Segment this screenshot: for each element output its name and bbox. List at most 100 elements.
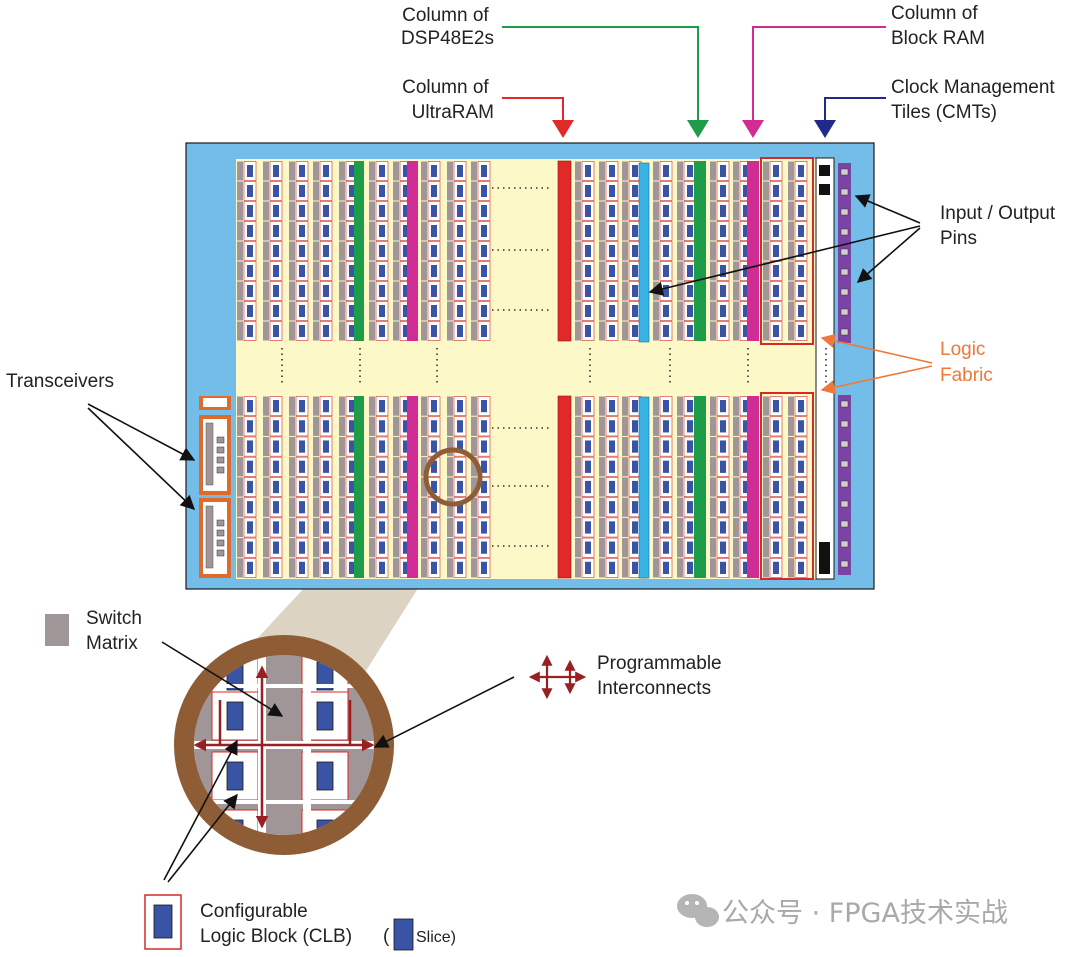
slice <box>431 225 437 237</box>
switch-matrix <box>313 416 319 436</box>
slice <box>632 501 638 514</box>
slice <box>273 541 279 554</box>
io-pin <box>840 188 849 196</box>
switch-matrix <box>447 396 453 416</box>
slice <box>687 325 693 337</box>
io-pin <box>840 440 849 448</box>
slice <box>720 501 726 514</box>
slice <box>481 265 487 277</box>
switch-matrix <box>653 538 659 558</box>
slice <box>632 400 638 413</box>
switch-matrix <box>733 396 739 416</box>
slice <box>403 225 409 237</box>
slice <box>481 205 487 217</box>
logic-fabric-label: Logic Fabric <box>940 339 993 386</box>
switch-matrix <box>710 517 716 538</box>
slice <box>632 541 638 554</box>
slice <box>632 460 638 473</box>
switch-matrix <box>622 201 628 221</box>
slice <box>798 205 804 217</box>
switch-matrix <box>763 201 769 221</box>
switch-matrix <box>447 301 453 321</box>
switch-matrix <box>369 517 375 538</box>
switch-matrix <box>763 181 769 201</box>
switch-matrix <box>622 261 628 281</box>
uram-column <box>557 395 572 579</box>
slice <box>773 245 779 257</box>
slice <box>743 265 749 277</box>
switch-matrix <box>313 517 319 538</box>
slice <box>273 420 279 433</box>
switch-matrix <box>263 301 269 321</box>
switch-matrix <box>788 477 794 497</box>
slice <box>720 325 726 337</box>
switch-matrix <box>788 396 794 416</box>
slice <box>379 400 385 413</box>
dsp-column <box>694 396 706 578</box>
switch-matrix <box>339 201 345 221</box>
switch-matrix <box>471 201 477 221</box>
switch-matrix <box>237 161 243 181</box>
slice <box>273 285 279 297</box>
slice <box>403 460 409 473</box>
switch-matrix <box>622 301 628 321</box>
slice <box>226 761 244 791</box>
switch-matrix <box>733 221 739 241</box>
switch-matrix <box>393 416 399 436</box>
slice <box>773 521 779 534</box>
switch-matrix <box>733 201 739 221</box>
slice <box>481 325 487 337</box>
slice <box>743 305 749 317</box>
slice <box>323 420 329 433</box>
switch-matrix <box>313 321 319 341</box>
slice <box>349 480 355 494</box>
slice <box>349 205 355 217</box>
transceiver-port <box>216 529 225 537</box>
switch-matrix <box>339 477 345 497</box>
switch-matrix <box>733 497 739 517</box>
slice <box>457 501 463 514</box>
switch-matrix <box>313 436 319 457</box>
slice <box>457 305 463 317</box>
slice <box>798 285 804 297</box>
slice <box>609 521 615 534</box>
slice <box>247 165 253 177</box>
slice <box>663 480 669 494</box>
switch-matrix <box>393 281 399 301</box>
slice <box>299 541 305 554</box>
slice <box>663 305 669 317</box>
switch-matrix <box>575 396 581 416</box>
slice <box>632 265 638 277</box>
switch-matrix <box>733 558 739 578</box>
switch-matrix <box>237 261 243 281</box>
slice <box>687 400 693 413</box>
switch-matrix <box>653 558 659 578</box>
switch-matrix <box>710 497 716 517</box>
slice <box>349 541 355 554</box>
slice <box>481 501 487 514</box>
switch-matrix <box>599 301 605 321</box>
switch-matrix <box>393 477 399 497</box>
slice <box>299 521 305 534</box>
slice <box>323 205 329 217</box>
switch-matrix <box>599 436 605 457</box>
switch-matrix <box>393 261 399 281</box>
slice <box>403 205 409 217</box>
switch-matrix <box>599 321 605 341</box>
switch-matrix <box>677 221 683 241</box>
slice <box>247 521 253 534</box>
switch-matrix <box>575 181 581 201</box>
watermark: 公众号 · FPGA技术实战 <box>677 894 1008 929</box>
switch-matrix <box>763 538 769 558</box>
clb-legend-slice <box>153 904 173 939</box>
slice <box>798 541 804 554</box>
switch-matrix <box>710 538 716 558</box>
switch-matrix <box>339 558 345 578</box>
switch-matrix <box>421 201 427 221</box>
slice <box>349 440 355 453</box>
slice <box>247 460 253 473</box>
slice <box>403 561 409 574</box>
slice <box>585 400 591 413</box>
slice <box>609 165 615 177</box>
